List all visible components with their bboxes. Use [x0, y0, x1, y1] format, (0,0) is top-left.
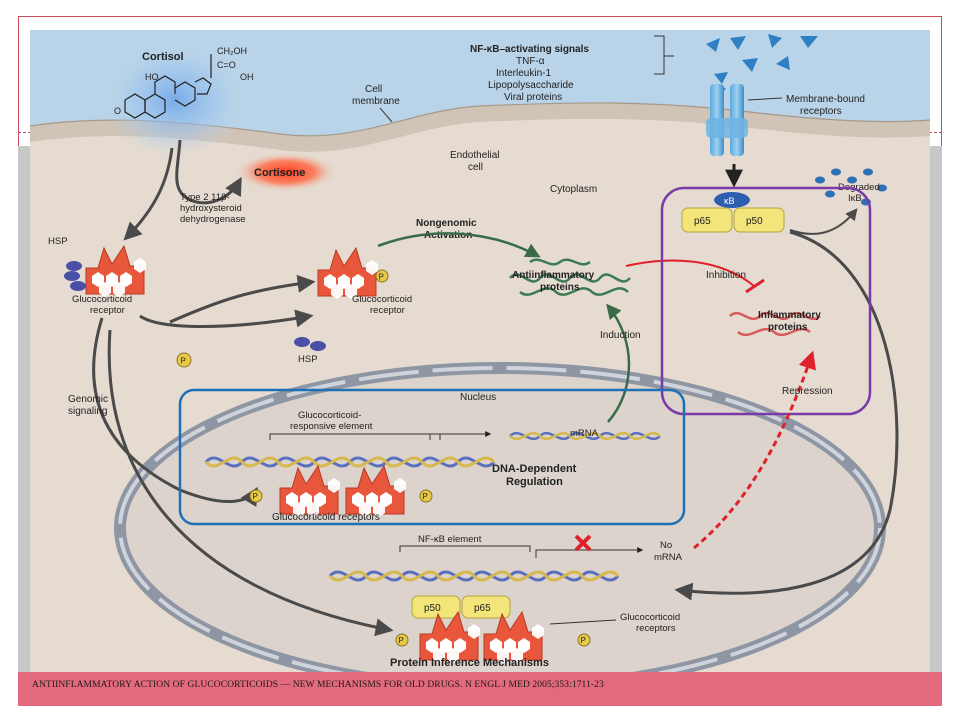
cell-membrane-label-1: Cell: [365, 84, 382, 95]
mrna-helix: [509, 431, 661, 441]
signal-il1: Interleukin-1: [496, 68, 551, 79]
p65-label-bottom: p65: [474, 603, 491, 614]
antiinflammatory-label-2: proteins: [540, 282, 580, 293]
gr-dimer-gre: [249, 465, 433, 518]
p65-label-top: p65: [694, 216, 711, 227]
inflammatory-label-1: Inflammatory: [758, 310, 821, 321]
gr-label-mid-2: receptor: [370, 305, 405, 316]
cortisol-molecule: [124, 54, 212, 119]
grs-label: Glucocorticoid receptors: [272, 512, 380, 523]
p50-label-top: p50: [746, 216, 763, 227]
gr-dimer-p-right: P: [423, 492, 428, 501]
nfkb-complex: [681, 192, 785, 233]
dna-helix-gre: [204, 456, 496, 468]
membrane-bound-label-1: Membrane-bound: [786, 94, 865, 105]
keto-o-label: O: [114, 106, 121, 116]
cortisone-glow: [234, 152, 338, 192]
nfkb-element-label: NF-κB element: [418, 534, 482, 545]
endothelial-label-1: Endothelial: [450, 150, 499, 161]
kb-label: κB: [724, 196, 735, 206]
gr-dimer-p-left: P: [253, 492, 258, 501]
blocked-x-mark: [574, 534, 592, 552]
pim-label: Protein Inference Mechanisms: [390, 657, 549, 669]
cortisone-label: Cortisone: [254, 167, 305, 179]
signals-title: NF-κB–activating signals: [470, 44, 589, 55]
inhibition-label: Inhibition: [706, 270, 746, 281]
left-side-band: [18, 146, 30, 672]
gre-label-2: responsive element: [290, 421, 373, 432]
antiinflammatory-label-1: Antiinflammatory: [512, 270, 595, 281]
co-label: C=O: [217, 60, 236, 70]
antiinflammatory-proteins-squiggle: [509, 258, 631, 296]
svg-text:P: P: [379, 273, 384, 282]
degraded-label-2: IκB: [848, 193, 862, 204]
ho-label: HO: [145, 72, 159, 82]
glucocorticoid-mechanism-figure: Cortisol CH₂OH C=O HO OH O Cell membrane…: [30, 30, 930, 672]
enzyme-label-2: hydroxysteroid: [180, 203, 242, 214]
nongenomic-label-1: Nongenomic: [416, 218, 477, 229]
hsp-label-left: HSP: [48, 236, 68, 247]
cell-membrane-label-2: membrane: [352, 96, 400, 107]
phosphorylated-glucocorticoid-receptor: P: [317, 247, 389, 300]
gr-label-left-2: receptor: [90, 305, 125, 316]
degraded-ikb-dots: [815, 168, 887, 206]
ch2oh-label: CH₂OH: [217, 46, 247, 56]
citation-caption: ANTIINFLAMMATORY ACTION OF GLUCOCORTICOI…: [32, 680, 604, 690]
nfkb-gr-p-right: P: [581, 636, 586, 645]
dna-helix-nfkb: [328, 570, 620, 582]
nongenomic-label-2: Activation: [424, 230, 472, 241]
nfkb-on-dna: [411, 595, 511, 619]
phosphate-free: [176, 352, 192, 368]
phosphate-free-label: P: [181, 357, 186, 366]
signal-tnf: TNF-α: [516, 56, 545, 67]
genomic-label-1: Genomic: [68, 394, 108, 405]
p50-label-bottom: p50: [424, 603, 441, 614]
mrna-label: mRNA: [570, 428, 599, 439]
nfkb-inhibition-box: [660, 186, 872, 416]
endothelial-label-2: cell: [468, 162, 483, 173]
signal-viral: Viral proteins: [504, 92, 562, 103]
grs2-label-1: Glucocorticoid: [620, 612, 680, 623]
gr-dimer-nfkb: [395, 611, 591, 664]
no-mrna-label-1: No: [660, 540, 672, 551]
membrane-bound-label-2: receptors: [800, 106, 842, 117]
genomic-label-2: signaling: [68, 406, 107, 417]
grs2-label-2: receptors: [636, 623, 676, 634]
induction-label: Induction: [600, 330, 641, 341]
cortisol-label: Cortisol: [142, 51, 184, 63]
dna-dependent-regulation-box: [178, 388, 686, 526]
oh-label: OH: [240, 72, 254, 82]
nucleus-label: Nucleus: [460, 392, 496, 403]
hsp-molecules-free: [294, 337, 326, 351]
membrane-bound-receptor: [706, 84, 748, 156]
right-side-band: [930, 146, 942, 672]
inflammatory-proteins-squiggle: [729, 311, 821, 337]
gre-label-1: Glucocorticoid-: [298, 410, 361, 421]
nfkb-gr-p-left: P: [399, 636, 404, 645]
degraded-label-1: Degraded: [838, 182, 880, 193]
ddr-label-2: Regulation: [506, 476, 563, 488]
hsp-molecules-left: [64, 261, 86, 291]
inflammatory-label-2: proteins: [768, 322, 808, 333]
repression-label: Repression: [782, 386, 833, 397]
gr-label-mid-1: Glucocorticoid: [352, 294, 412, 305]
enzyme-label-3: dehydrogenase: [180, 214, 246, 225]
enzyme-label-1: Type 2 11β-: [180, 192, 230, 203]
caption-bar: ANTIINFLAMMATORY ACTION OF GLUCOCORTICOI…: [18, 672, 942, 706]
signal-lps: Lipopolysaccharide: [488, 80, 574, 91]
gr-label-left-1: Glucocorticoid: [72, 294, 132, 305]
ddr-label-1: DNA-Dependent: [492, 463, 577, 475]
signal-molecules: [706, 34, 818, 100]
no-mrna-label-2: mRNA: [654, 552, 683, 563]
hsp-label-free: HSP: [298, 354, 318, 365]
cytoplasm-label: Cytoplasm: [550, 184, 597, 195]
